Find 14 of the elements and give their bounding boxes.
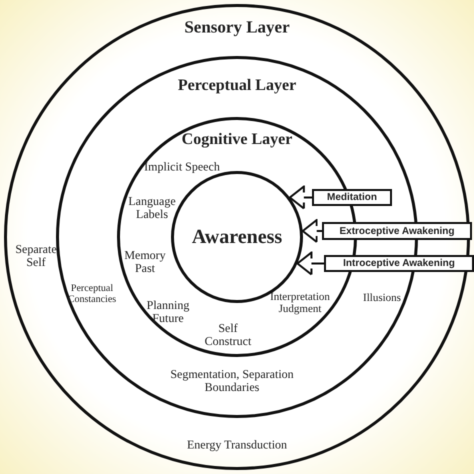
ring-label: Energy Transduction <box>186 438 288 452</box>
ring-label: Language Labels <box>127 194 177 222</box>
ring-label: Planning Future <box>146 298 190 326</box>
ring-label: Self Construct <box>204 322 252 348</box>
ring-label: Illusions <box>362 292 402 304</box>
ring-label: Memory Past <box>123 248 167 276</box>
center-title: Awareness <box>190 226 284 248</box>
ring-label: Segmentation, Separation Boundaries <box>169 368 295 394</box>
ring-label: Implicit Speech <box>143 160 221 174</box>
ring-label: Separate Self <box>14 242 58 270</box>
ring-label: Interpretation Judgment <box>269 290 331 316</box>
layer-title: Cognitive Layer <box>180 131 294 149</box>
layer-title: Sensory Layer <box>183 18 291 38</box>
layer-title: Perceptual Layer <box>176 77 298 95</box>
